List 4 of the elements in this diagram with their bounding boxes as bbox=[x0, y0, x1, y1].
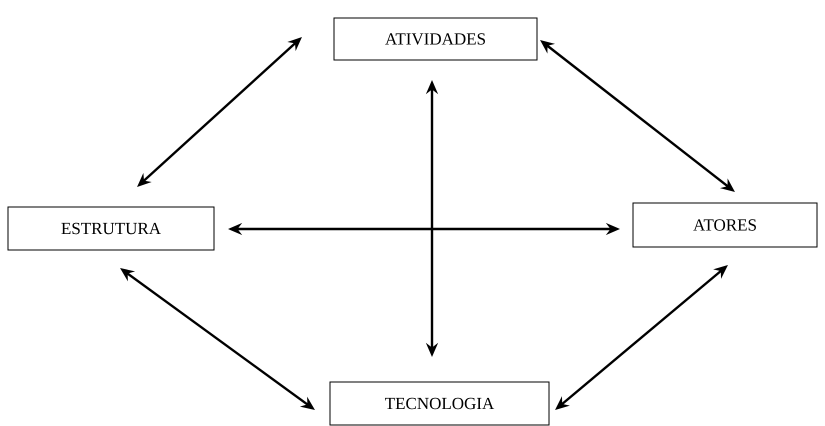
label-box: ATIVIDADES bbox=[334, 18, 538, 60]
label-box: TECNOLOGIA bbox=[330, 382, 550, 426]
label-box: ATORES bbox=[632, 202, 818, 248]
label-box: ESTRUTURA bbox=[8, 206, 214, 250]
